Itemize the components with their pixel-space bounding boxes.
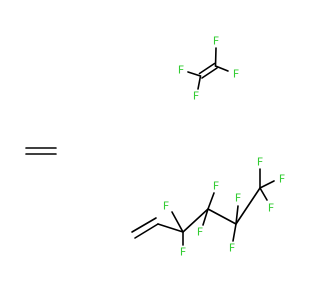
cf-bond — [207, 192, 215, 210]
tetrafluoroethylene-molecule: F F F F — [178, 35, 239, 103]
chemical-structure-diagram: F F F F F F F F F F F — [25, 35, 285, 259]
tfe-cf-bond — [187, 71, 202, 77]
fluorine-atom-label: F — [213, 180, 219, 193]
cf-bond — [232, 223, 237, 242]
carbon-chain-bond — [182, 208, 209, 233]
ethylene-molecule — [25, 147, 57, 155]
fluorine-atom-label: F — [163, 200, 169, 213]
cf-bond — [171, 211, 184, 233]
nonafluorohexene-molecule: F F F F F F F F F — [131, 156, 285, 259]
fluorine-atom-label: F — [197, 226, 203, 239]
carbon-chain-bond — [157, 223, 184, 233]
tfe-cf-bond — [214, 47, 217, 67]
vinyl-double-bond-line-2 — [134, 223, 159, 239]
fluorine-atom-label: F — [279, 173, 285, 186]
fluorine-atom-label: F — [235, 192, 241, 205]
tfe-cf-bond — [197, 75, 202, 90]
cf-bond — [235, 205, 239, 225]
cf-bond — [202, 208, 209, 226]
tfe-double-bond-line-1 — [198, 62, 216, 75]
carbon-chain-bond — [235, 187, 261, 225]
cf-bond — [259, 187, 268, 201]
cf-bond — [259, 180, 275, 189]
fluorine-atom-label: F — [178, 64, 184, 77]
fluorine-atom-label: F — [213, 35, 219, 48]
fluorine-atom-label: F — [233, 68, 239, 81]
fluorine-atom-label: F — [193, 90, 199, 103]
fluorine-atom-label: F — [268, 202, 274, 215]
tfe-cf-bond — [214, 65, 229, 72]
carbon-chain-bond — [207, 208, 237, 225]
tfe-double-bond-line-2 — [201, 67, 218, 79]
vinyl-double-bond-line-1 — [131, 217, 157, 233]
fluorine-atom-label: F — [180, 246, 186, 259]
fluorine-atom-label: F — [229, 242, 235, 255]
fluorine-atom-label: F — [257, 156, 263, 169]
